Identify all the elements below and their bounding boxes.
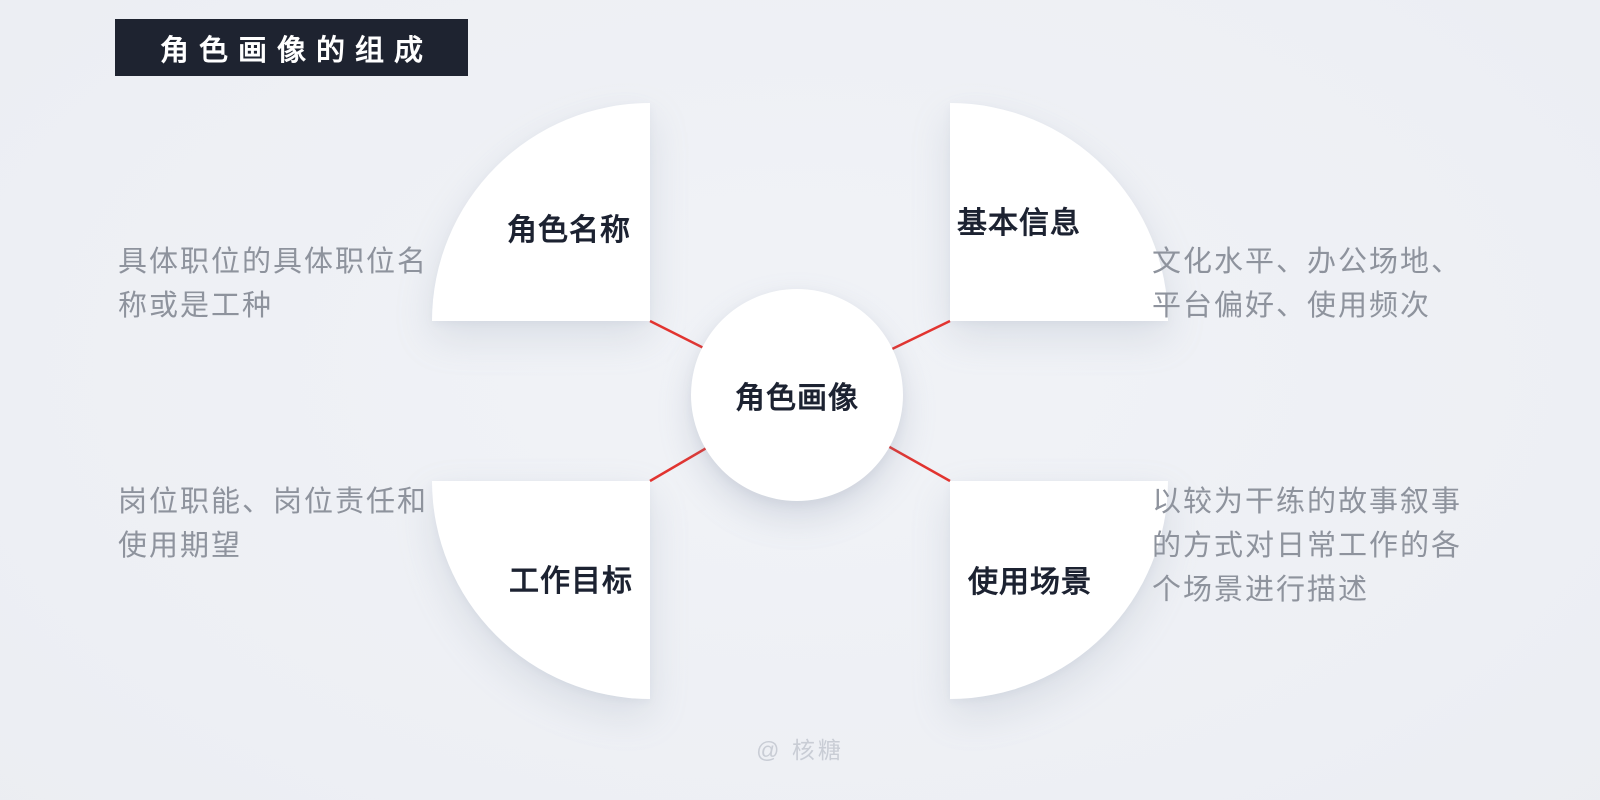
quadrant-work-goals: 工作目标 <box>432 481 650 699</box>
description-usage-scenarios: 以较为干练的故事叙事 的方式对日常工作的各 个场景进行描述 <box>1152 486 1463 606</box>
quadrant-role-name: 角色名称 <box>432 103 650 321</box>
center-node: 角色画像 <box>691 289 903 501</box>
watermark: @ 核糖 <box>756 737 844 763</box>
diagram-title-badge: 角色画像的组成 <box>115 19 468 76</box>
center-node-label: 角色画像 <box>735 382 859 415</box>
quadrant-usage-scenarios: 使用场景 <box>950 481 1168 699</box>
quadrant-label-basic-info: 基本信息 <box>957 207 1081 240</box>
diagram-title: 角色画像的组成 <box>159 34 433 67</box>
quadrant-label-role-name: 角色名称 <box>507 214 631 247</box>
quadrant-basic-info: 基本信息 <box>950 103 1168 321</box>
description-role-name: 具体职位的具体职位名 称或是工种 <box>118 246 429 322</box>
description-basic-info: 文化水平、办公场地、 平台偏好、使用频次 <box>1152 246 1463 322</box>
quadrant-label-usage-scenarios: 使用场景 <box>968 566 1092 599</box>
quadrant-label-work-goals: 工作目标 <box>509 565 633 598</box>
description-work-goals: 岗位职能、岗位责任和 使用期望 <box>118 486 429 562</box>
